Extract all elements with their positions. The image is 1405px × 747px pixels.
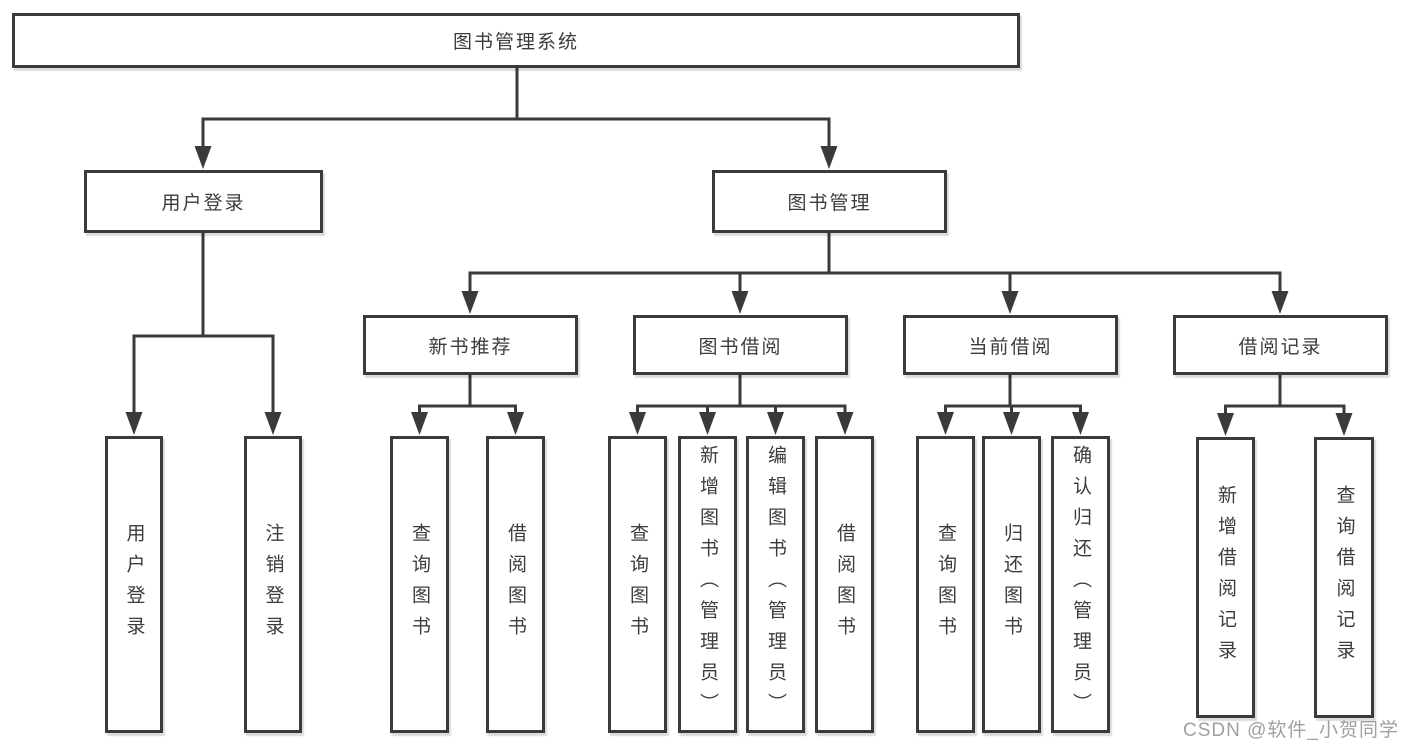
connector-userlogin-to-leaves xyxy=(125,233,282,435)
leaf-borrow-query-books: 查询图书 xyxy=(608,436,667,733)
leaf-user-login-label: 用户登录 xyxy=(123,522,145,647)
node-book-management: 图书管理 xyxy=(712,170,947,233)
leaf-add-borrow-record: 新增借阅记录 xyxy=(1196,437,1255,718)
node-root-system-label: 图书管理系统 xyxy=(452,32,579,53)
node-current-borrowing: 当前借阅 xyxy=(903,315,1118,375)
leaf-newbook-borrow-books-label: 借阅图书 xyxy=(505,522,526,647)
node-root-system: 图书管理系统 xyxy=(12,13,1020,68)
connector-newbook-to-leaves xyxy=(411,375,524,435)
leaf-return-books-label: 归还图书 xyxy=(1001,522,1022,647)
leaf-return-books: 归还图书 xyxy=(982,436,1041,733)
node-user-login-label: 用户登录 xyxy=(161,193,246,214)
node-book-borrowing-label: 图书借阅 xyxy=(698,336,783,358)
node-book-management-label: 图书管理 xyxy=(787,193,872,214)
leaf-newbook-borrow-books: 借阅图书 xyxy=(486,436,545,733)
leaf-borrow-query-books-label: 查询图书 xyxy=(627,522,648,647)
leaf-newbook-query-books: 查询图书 xyxy=(390,436,449,733)
leaf-logout-label: 注销登录 xyxy=(262,522,284,647)
node-new-book-recommend: 新书推荐 xyxy=(363,315,578,375)
leaf-confirm-return-admin: 确认归还（管理员） xyxy=(1051,436,1110,733)
leaf-user-login: 用户登录 xyxy=(105,436,163,733)
leaf-newbook-query-books-label: 查询图书 xyxy=(409,522,430,647)
connector-bookmgmt-to-level3 xyxy=(461,233,1289,314)
leaf-add-books-admin-label: 新增图书（管理员） xyxy=(697,445,718,724)
leaf-query-borrow-record: 查询借阅记录 xyxy=(1314,437,1374,718)
leaf-add-books-admin: 新增图书（管理员） xyxy=(678,436,737,733)
leaf-borrow-books-label: 借阅图书 xyxy=(834,522,855,647)
leaf-edit-books-admin: 编辑图书（管理员） xyxy=(746,436,805,733)
connector-currentborrow-to-leaves xyxy=(937,375,1089,435)
leaf-current-query-books: 查询图书 xyxy=(916,436,975,733)
csdn-watermark: CSDN @软件_小贺同学 xyxy=(1183,720,1399,741)
leaf-logout: 注销登录 xyxy=(244,436,302,733)
node-new-book-recommend-label: 新书推荐 xyxy=(428,336,513,358)
node-current-borrowing-label: 当前借阅 xyxy=(968,336,1053,358)
node-borrowing-records: 借阅记录 xyxy=(1173,315,1388,375)
node-book-borrowing: 图书借阅 xyxy=(633,315,848,375)
leaf-current-query-books-label: 查询图书 xyxy=(935,522,956,647)
connector-borrowrecord-to-leaves xyxy=(1217,375,1353,436)
leaf-confirm-return-admin-label: 确认归还（管理员） xyxy=(1070,445,1091,724)
node-user-login: 用户登录 xyxy=(84,170,323,233)
leaf-borrow-books: 借阅图书 xyxy=(815,436,874,733)
leaf-query-borrow-record-label: 查询借阅记录 xyxy=(1333,484,1355,671)
connector-bookborrow-to-leaves xyxy=(629,375,854,435)
leaf-add-borrow-record-label: 新增借阅记录 xyxy=(1215,484,1236,671)
node-borrowing-records-label: 借阅记录 xyxy=(1238,336,1323,358)
connector-root-to-level2 xyxy=(194,68,838,169)
leaf-edit-books-admin-label: 编辑图书（管理员） xyxy=(765,445,786,724)
